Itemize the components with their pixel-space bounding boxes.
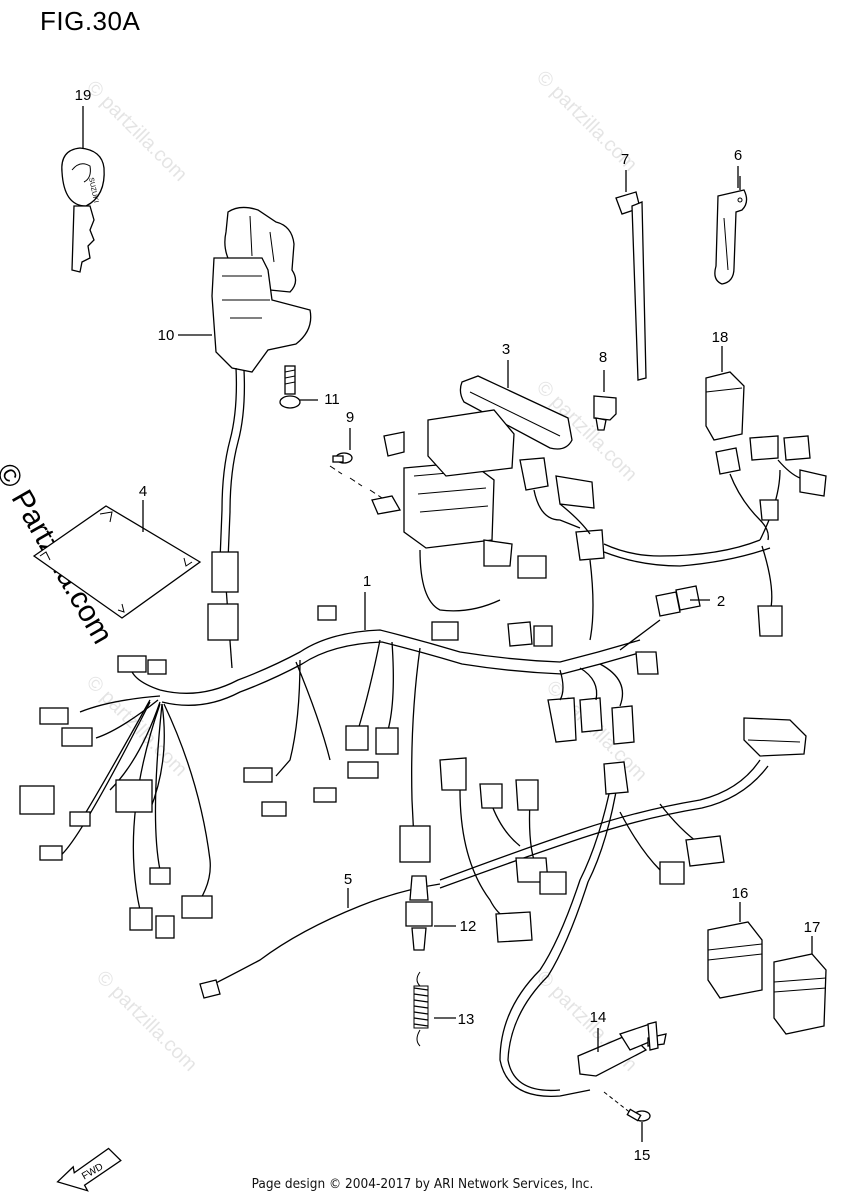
callout-7: 7 — [621, 151, 629, 168]
ignition-switch-part-10[interactable] — [211, 206, 312, 561]
leader-lines — [82, 106, 741, 630]
callout-17: 17 — [804, 919, 821, 936]
key-part-19[interactable]: SUZUKI — [61, 147, 105, 273]
callout-1: 1 — [363, 573, 371, 590]
relay-part-16[interactable] — [707, 902, 763, 999]
callout-14: 14 — [590, 1009, 607, 1026]
relay-part-17[interactable] — [773, 936, 827, 1035]
callout-4: 4 — [139, 483, 147, 500]
plug-part-8[interactable] — [593, 370, 617, 431]
sheet-part-4[interactable] — [32, 500, 202, 619]
relay-part-18[interactable] — [705, 346, 745, 441]
callout-10: 10 — [158, 327, 175, 344]
screw-part-15[interactable] — [603, 1091, 651, 1142]
callout-3: 3 — [502, 341, 510, 358]
callout-2: 2 — [717, 593, 725, 610]
bolt-part-11[interactable] — [279, 365, 318, 409]
callout-5: 5 — [344, 871, 352, 888]
callout-6: 6 — [734, 147, 742, 164]
callout-19: 19 — [75, 87, 92, 104]
screw-part-9[interactable] — [329, 428, 383, 499]
switch-part-14[interactable] — [577, 1021, 667, 1077]
sensor-part-12[interactable] — [405, 875, 456, 951]
wiring-harness-part-1[interactable] — [19, 409, 827, 939]
callout-13: 13 — [458, 1011, 475, 1028]
callout-15: 15 — [634, 1147, 651, 1164]
callout-18: 18 — [712, 329, 729, 346]
callout-8: 8 — [599, 349, 607, 366]
page-footer: Page design © 2004-2017 by ARI Network S… — [251, 1176, 594, 1192]
spring-part-13[interactable] — [413, 971, 456, 1047]
front-harness[interactable] — [439, 717, 807, 1098]
lead-wire-part-5[interactable] — [199, 883, 441, 999]
callout-12: 12 — [460, 918, 477, 935]
callouts: 1 2 3 4 5 6 7 8 9 10 11 12 13 14 15 16 1… — [75, 87, 821, 1164]
callout-16: 16 — [732, 885, 749, 902]
clamp-part-6[interactable] — [714, 166, 748, 285]
callout-9: 9 — [346, 409, 354, 426]
fuse-cover-part-3[interactable] — [459, 360, 573, 450]
figure-title: FIG.30A — [40, 6, 141, 36]
cable-tie-part-7[interactable] — [615, 170, 647, 381]
callout-11: 11 — [324, 391, 340, 408]
